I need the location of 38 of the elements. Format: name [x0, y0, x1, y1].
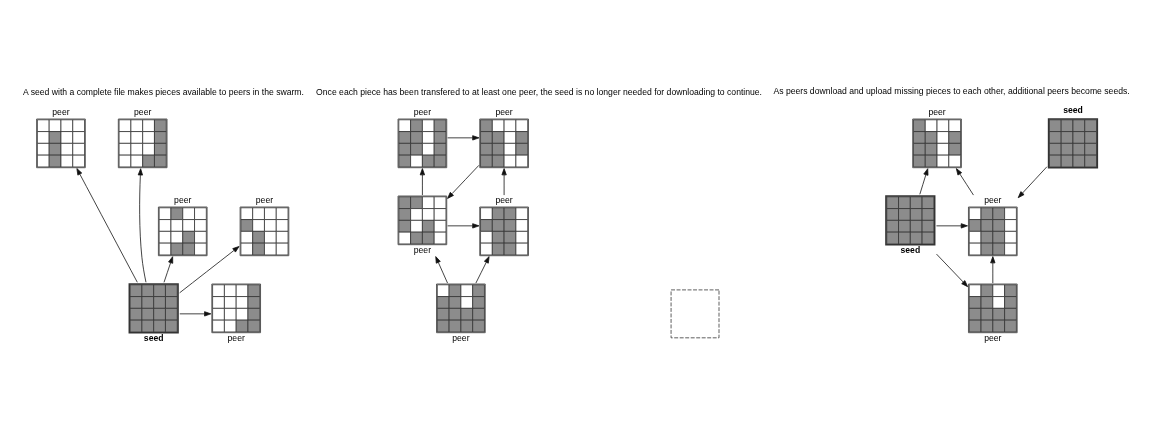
node-label: peer — [452, 332, 470, 343]
label: Once each piece has been transfered to at least one peer, the seed is no longer needed for downloading to continue. — [316, 86, 763, 97]
node-label: peer — [134, 106, 152, 117]
arrow — [919, 167, 929, 195]
arrow — [179, 245, 240, 293]
arrow — [179, 310, 212, 316]
label: A seed with a complete file makes pieces available to peers in the swarm. — [23, 86, 304, 97]
arrow — [990, 255, 996, 283]
arrow — [447, 222, 480, 228]
arrow — [419, 167, 425, 195]
node-box — [670, 289, 720, 338]
node-label: peer — [174, 194, 192, 205]
arrow — [76, 167, 138, 283]
node-label: peer — [984, 194, 1002, 205]
node-label: peer — [495, 106, 513, 117]
arrow — [501, 167, 507, 195]
arrow — [936, 253, 968, 287]
node-label: peer — [227, 332, 245, 343]
node-label: peer — [413, 244, 432, 255]
node-label: peer — [255, 194, 274, 205]
arrow — [447, 134, 480, 140]
node-label: seed — [1063, 104, 1083, 115]
arrow — [1017, 165, 1048, 198]
node-label: peer — [495, 194, 513, 205]
arrow — [936, 222, 968, 228]
arrow — [435, 255, 448, 283]
label: As peers download and upload missing pieces to each other, additional peers become seeds. — [773, 85, 1130, 96]
node-label: peer — [413, 106, 432, 117]
arrow — [955, 167, 974, 195]
node-label: peer — [52, 106, 70, 117]
arrow — [163, 255, 174, 283]
arrow — [447, 164, 480, 199]
node-label: peer — [928, 106, 946, 117]
arrow — [475, 255, 490, 283]
arrow — [137, 167, 147, 283]
node-label: seed — [900, 244, 921, 255]
node-label: peer — [984, 332, 1002, 343]
node-label: seed — [143, 332, 164, 343]
